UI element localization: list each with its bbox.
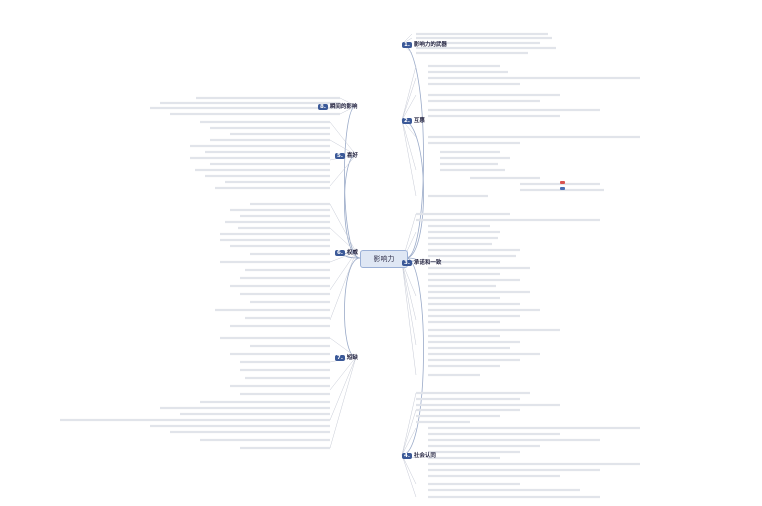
branch-weapons-of-influence[interactable]: 1.影响力的武器 — [402, 40, 447, 48]
branch-number: 3. — [402, 260, 412, 266]
branch-label: 短缺 — [346, 355, 358, 361]
branch-label: 社会认同 — [413, 453, 436, 459]
branch-label: 瞬间的影响 — [329, 104, 358, 110]
branch-number: 2. — [402, 118, 412, 124]
branch-liking[interactable]: 5.喜好 — [335, 151, 358, 159]
branch-number: 6. — [335, 250, 345, 256]
branch-label: 互惠 — [413, 118, 425, 124]
branch-scarcity[interactable]: 7.短缺 — [335, 353, 358, 361]
branch-label: 喜好 — [346, 153, 358, 159]
branch-number: 7. — [335, 355, 345, 361]
branch-label: 权威 — [346, 250, 358, 256]
branch-commitment-consistency[interactable]: 3.承诺和一致 — [402, 258, 441, 266]
branch-social-proof[interactable]: 4.社会认同 — [402, 451, 436, 459]
branch-number: 5. — [335, 153, 345, 159]
branch-instant-influence[interactable]: 8.瞬间的影响 — [318, 102, 357, 110]
red-flag-icon — [560, 181, 565, 184]
branch-number: 8. — [318, 104, 328, 110]
blue-flag-icon — [560, 187, 565, 190]
branch-authority[interactable]: 6.权威 — [335, 248, 358, 256]
central-topic[interactable]: 影响力 — [360, 250, 408, 268]
branch-label: 承诺和一致 — [413, 260, 442, 266]
branch-number: 1. — [402, 42, 412, 48]
branch-number: 4. — [402, 453, 412, 459]
branch-reciprocity[interactable]: 2.互惠 — [402, 116, 425, 124]
branch-label: 影响力的武器 — [413, 42, 447, 48]
